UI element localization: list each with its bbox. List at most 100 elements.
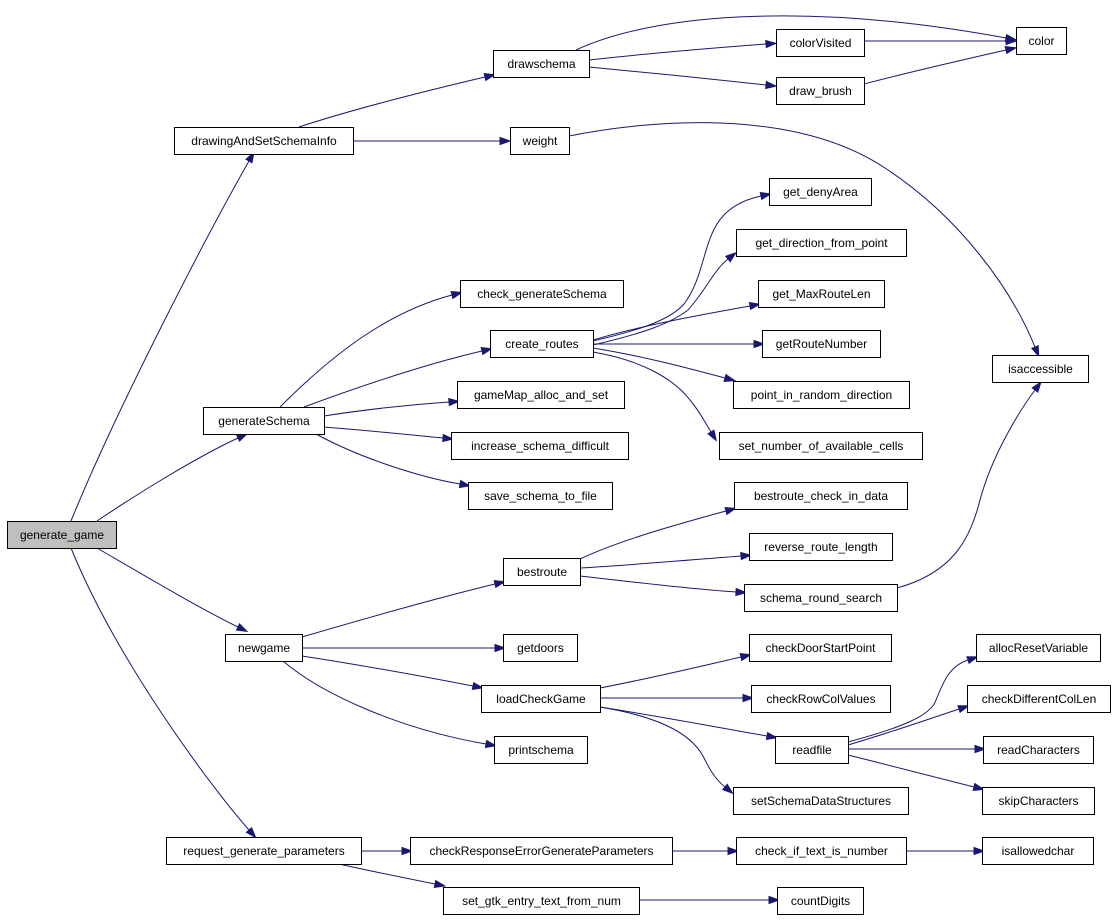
- function-node-checkRowColValues[interactable]: checkRowColValues: [751, 685, 891, 713]
- arrowhead-icon: [966, 656, 979, 665]
- node-box: [733, 787, 909, 815]
- arrowhead-icon: [753, 339, 766, 349]
- function-node-checkResponseErrorGenerateParameters[interactable]: checkResponseErrorGenerateParameters: [410, 837, 673, 865]
- function-node-schema_round_search[interactable]: schema_round_search: [744, 584, 898, 612]
- function-node-get_MaxRouteLen[interactable]: get_MaxRouteLen: [758, 280, 885, 308]
- call-edge-generateSchema-to-gameMap_alloc_and_set: [323, 397, 461, 417]
- node-box: [775, 736, 849, 764]
- node-label: drawschema: [507, 57, 575, 71]
- function-node-draw_brush[interactable]: draw_brush: [776, 77, 865, 105]
- arrowhead-icon: [742, 693, 755, 703]
- node-box: [166, 837, 362, 865]
- function-node-allocResetVariable[interactable]: allocResetVariable: [976, 634, 1101, 662]
- function-node-isaccessible[interactable]: isaccessible: [992, 355, 1089, 383]
- arrowhead-icon: [458, 479, 472, 489]
- edge-line: [588, 43, 767, 61]
- edge-line: [315, 433, 461, 485]
- function-node-colorVisited[interactable]: colorVisited: [776, 29, 865, 57]
- function-node-bestroute[interactable]: bestroute: [503, 558, 581, 586]
- arrowhead-icon: [433, 879, 447, 888]
- call-edge-bestroute-to-reverse_route_length: [579, 551, 753, 569]
- edge-line: [96, 437, 239, 522]
- node-label: color: [1028, 34, 1054, 48]
- function-node-generateSchema[interactable]: generateSchema: [203, 407, 325, 435]
- function-node-weight[interactable]: weight: [510, 127, 570, 155]
- function-node-get_direction_from_point[interactable]: get_direction_from_point: [736, 229, 907, 257]
- node-box: [719, 432, 923, 460]
- function-node-setSchemaDataStructures[interactable]: setSchemaDataStructures: [733, 787, 909, 815]
- edge-line: [599, 706, 726, 788]
- edge-line: [592, 195, 762, 342]
- function-node-drawschema[interactable]: drawschema: [493, 50, 590, 78]
- function-node-reverse_route_length[interactable]: reverse_route_length: [749, 533, 893, 561]
- node-box: [733, 381, 910, 409]
- function-node-checkDifferentColLen[interactable]: checkDifferentColLen: [967, 685, 1111, 713]
- arrowhead-icon: [1004, 46, 1018, 55]
- function-node-printschema[interactable]: printschema: [494, 736, 588, 764]
- function-node-create_routes[interactable]: create_routes: [490, 330, 594, 358]
- function-node-check_if_text_is_number[interactable]: check_if_text_is_number: [736, 837, 907, 865]
- function-node-check_generateSchema[interactable]: check_generateSchema: [460, 280, 624, 308]
- node-label: drawingAndSetSchemaInfo: [191, 134, 337, 148]
- node-box: [203, 407, 325, 435]
- function-node-gameMap_alloc_and_set[interactable]: gameMap_alloc_and_set: [457, 381, 625, 409]
- arrowhead-icon: [957, 705, 970, 714]
- function-node-request_generate_parameters[interactable]: request_generate_parameters: [166, 837, 362, 865]
- arrowhead-icon: [480, 347, 494, 356]
- function-node-isallowedchar[interactable]: isallowedchar: [982, 837, 1094, 865]
- node-box: [777, 887, 864, 915]
- node-box: [225, 634, 303, 662]
- node-label: colorVisited: [790, 36, 852, 50]
- node-box: [490, 330, 594, 358]
- function-node-bestroute_check_in_data[interactable]: bestroute_check_in_data: [734, 482, 908, 510]
- edge-line: [863, 49, 1007, 85]
- node-label: set_gtk_entry_text_from_num: [462, 894, 621, 908]
- arrowhead-icon: [1030, 344, 1040, 358]
- node-box: [982, 837, 1094, 865]
- function-node-get_denyArea[interactable]: get_denyArea: [769, 178, 872, 206]
- node-label: checkResponseErrorGenerateParameters: [429, 844, 653, 858]
- call-edge-generateSchema-to-increase_schema_difficult: [323, 426, 455, 443]
- edge-line: [279, 294, 453, 408]
- function-node-loadCheckGame[interactable]: loadCheckGame: [481, 685, 601, 713]
- node-label: request_generate_parameters: [183, 844, 344, 858]
- function-node-skipCharacters[interactable]: skipCharacters: [982, 787, 1095, 815]
- function-node-newgame[interactable]: newgame: [225, 634, 303, 662]
- call-edge-drawingAndSetSchemaInfo-to-weight: [352, 136, 512, 146]
- call-edge-create_routes-to-get_direction_from_point: [592, 251, 738, 346]
- call-edge-create_routes-to-get_MaxRouteLen: [592, 301, 762, 341]
- function-node-set_gtk_entry_text_from_num[interactable]: set_gtk_entry_text_from_num: [443, 887, 640, 915]
- function-node-checkDoorStartPoint[interactable]: checkDoorStartPoint: [749, 634, 892, 662]
- function-node-readfile[interactable]: readfile: [775, 736, 849, 764]
- function-node-countDigits[interactable]: countDigits: [777, 887, 864, 915]
- function-node-save_schema_to_file[interactable]: save_schema_to_file: [468, 482, 613, 510]
- node-box: [976, 634, 1101, 662]
- call-edges: [70, 15, 1042, 905]
- node-box: [494, 736, 588, 764]
- node-label: getdoors: [517, 641, 564, 655]
- node-box: [982, 787, 1095, 815]
- node-box: [758, 280, 885, 308]
- call-edge-readfile-to-allocResetVariable: [847, 656, 979, 743]
- arrowhead-icon: [471, 681, 485, 690]
- function-node-drawingAndSetSchemaInfo[interactable]: drawingAndSetSchemaInfo: [174, 127, 354, 155]
- edge-line: [298, 76, 486, 128]
- function-node-increase_schema_difficult[interactable]: increase_schema_difficult: [451, 432, 629, 460]
- edge-line: [70, 160, 250, 522]
- call-edge-generate_game-to-generateSchema: [96, 433, 249, 522]
- function-node-getdoors[interactable]: getdoors: [503, 634, 578, 662]
- function-node-generate_game[interactable]: generate_game: [7, 521, 117, 549]
- arrowhead-icon: [739, 653, 753, 662]
- function-node-getRouteNumber[interactable]: getRouteNumber: [762, 330, 881, 358]
- function-node-set_number_of_available_cells[interactable]: set_number_of_available_cells: [719, 432, 923, 460]
- edge-line: [592, 258, 729, 346]
- node-label: checkDoorStartPoint: [765, 641, 876, 655]
- call-edge-generate_game-to-request_generate_parameters: [70, 547, 257, 839]
- call-edge-generate_game-to-newgame: [96, 547, 249, 633]
- function-node-color[interactable]: color: [1016, 27, 1067, 55]
- function-node-readCharacters[interactable]: readCharacters: [983, 736, 1094, 764]
- edge-line: [575, 15, 1007, 51]
- call-edge-draw_brush-to-color: [863, 46, 1018, 85]
- node-label: readCharacters: [997, 743, 1080, 757]
- function-node-point_in_random_direction[interactable]: point_in_random_direction: [733, 381, 910, 409]
